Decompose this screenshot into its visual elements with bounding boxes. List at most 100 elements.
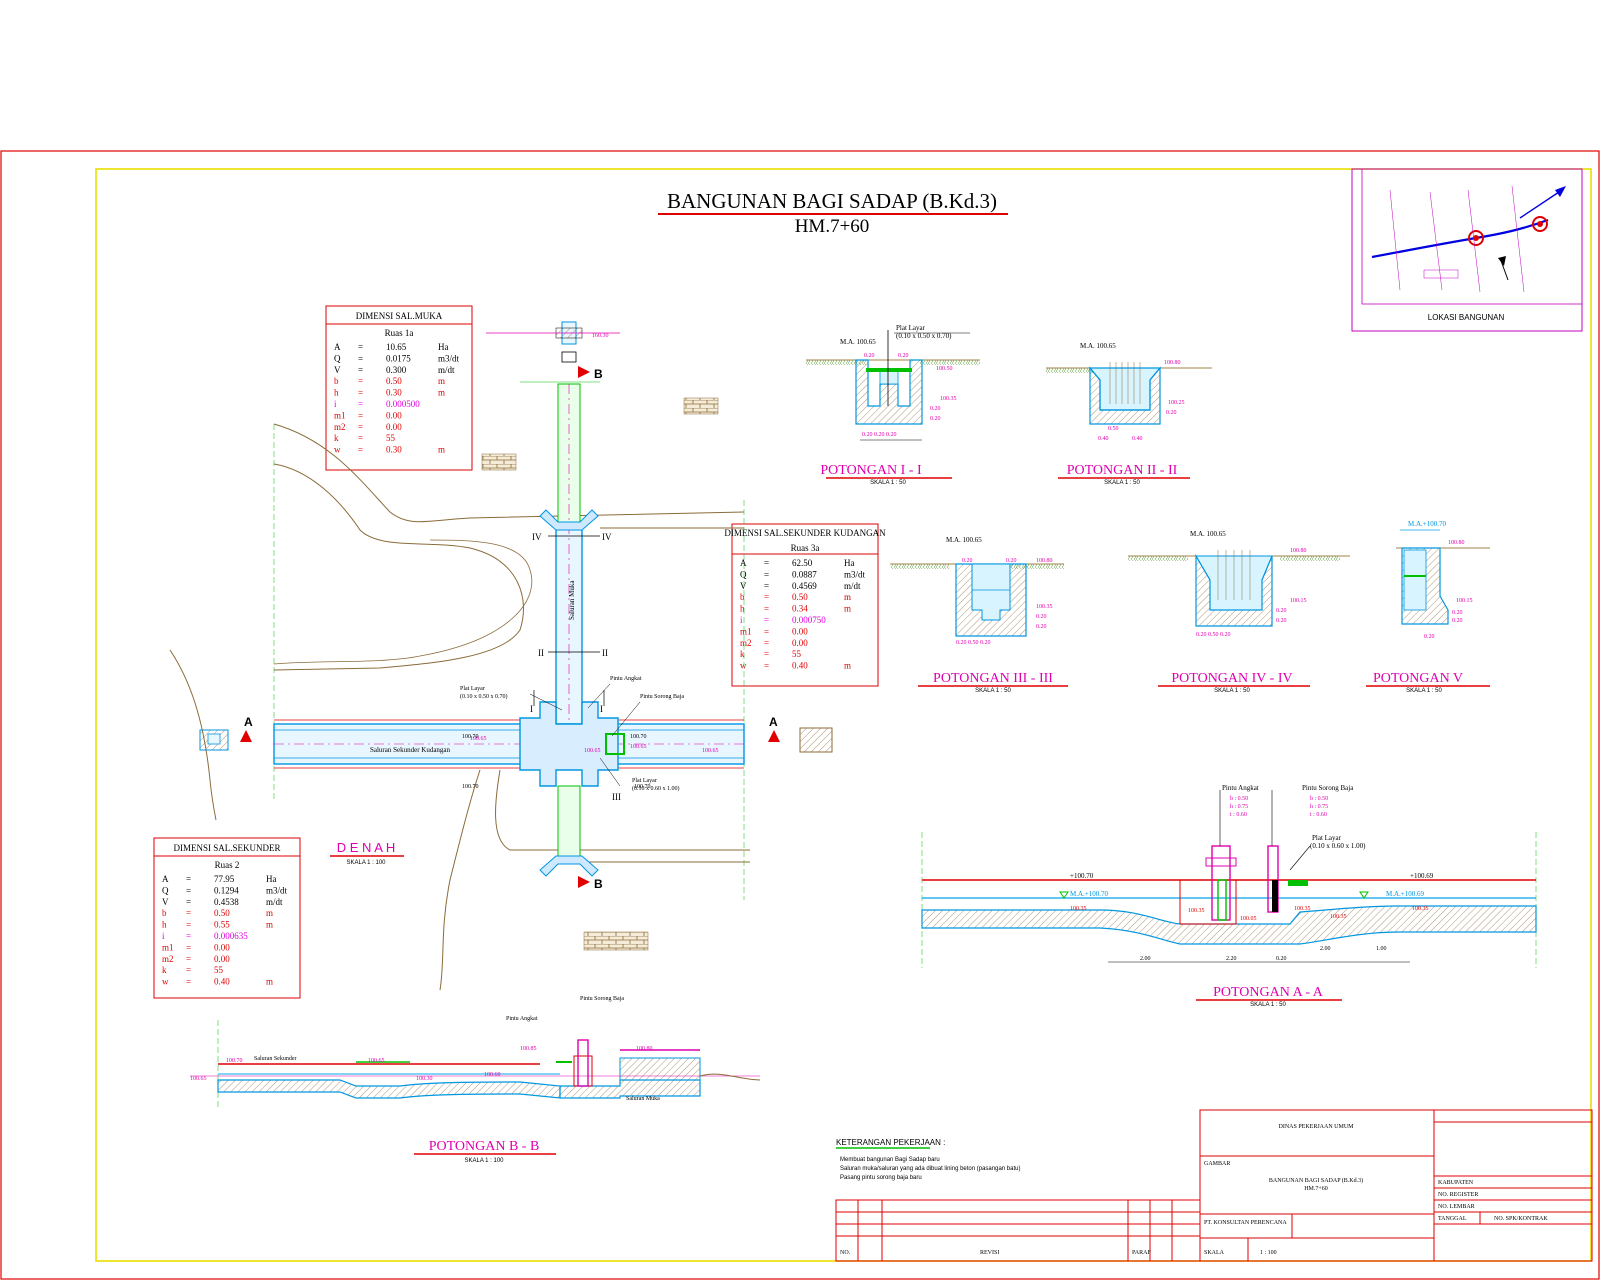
table-value: 62.50 (792, 558, 813, 568)
table-equals: = (764, 638, 769, 648)
section-scale: SKALA 1 : 50 (1406, 688, 1442, 694)
table-key: m1 (334, 410, 346, 420)
table-equals: = (764, 581, 769, 591)
dim-label: 100.80 (1290, 548, 1307, 554)
pintu-sorong-h: h : 0.75 (1310, 804, 1328, 810)
table-value: 0.0887 (792, 569, 817, 579)
dim-label: 0.20 (1276, 608, 1287, 614)
dim-label: 0.20 (1452, 618, 1463, 624)
table-key: V (162, 897, 169, 907)
elev-label: 100.70 (462, 734, 479, 740)
table-unit: m (844, 661, 851, 671)
potongan-iv: M.A. 100.65 100.80 100.15 0.20 0.20 0.20… (1128, 530, 1350, 694)
section-title: POTONGAN A - A (1213, 985, 1324, 1000)
plat-layar-dim: (0.10 x 0.60 x 1.00) (1310, 842, 1366, 850)
table-value: 0.4538 (214, 897, 239, 907)
table-key: k (334, 433, 339, 443)
channel-label: Saluran Sekunder Kudangan (370, 746, 451, 754)
table-key: m2 (740, 638, 752, 648)
dim-label: 0.20 (1006, 558, 1017, 564)
section-scale: SKALA 1 : 50 (1250, 1002, 1286, 1008)
title-block (835, 1109, 1593, 1262)
outer-frame (0, 150, 1600, 1280)
callout: Pintu Angkat (610, 676, 642, 682)
tb-paraf: PARAF (1132, 1250, 1151, 1256)
elev-label: 100.35 (1188, 908, 1205, 914)
dim-label: 0.40 (1132, 436, 1143, 442)
elev-label: 100.05 (1240, 916, 1257, 922)
table-value: 55 (792, 649, 802, 659)
dim-label: 100.80 (1164, 360, 1181, 366)
cut-label: III (612, 792, 621, 802)
table-equals: = (358, 353, 363, 363)
tb-konsultan: PT. KONSULTAN PERENCANA (1204, 1220, 1287, 1226)
keterangan-line: Pasang pintu sorong baja baru (840, 1175, 922, 1181)
table-value: 0.000750 (792, 615, 826, 625)
table-equals: = (764, 569, 769, 579)
pintu-sorong-b: b : 0.50 (1310, 796, 1328, 802)
table-unit: m (844, 592, 851, 602)
dim-label: 0.20 (962, 558, 973, 564)
table-key: Q (162, 885, 169, 895)
section-marker-a-left: A (244, 715, 253, 729)
dim-label: 1.00 (1376, 946, 1387, 952)
table-key: w (162, 977, 169, 987)
table-value: 0.00 (386, 410, 402, 420)
table-equals: = (186, 908, 191, 918)
table-equals: = (186, 977, 191, 987)
dim-label: 0.20 (1166, 410, 1177, 416)
cut-label: IV (602, 532, 612, 542)
cut-label: I (600, 704, 603, 714)
dim-label: 0.20 0.50 0.20 (956, 640, 991, 646)
ma-left: M.A.+100.70 (1070, 890, 1108, 898)
callout: Pintu Sorong Baja (640, 694, 684, 700)
dim-label: 0.20 (1036, 624, 1047, 630)
table-unit: Ha (438, 342, 449, 352)
dim-label: 0.20 (1424, 634, 1435, 640)
elev-label: 100.65 (470, 736, 487, 742)
table-value: 0.50 (792, 592, 808, 602)
tb-judul: BANGUNAN BAGI SADAP (B.Kd.3) (1269, 1177, 1363, 1184)
potongan-ii: M.A. 100.65 100.80 100.25 0.20 0.50 0.40… (1046, 342, 1212, 486)
table-key: V (740, 581, 747, 591)
tb-skala: SKALA (1204, 1250, 1225, 1256)
ma-label: M.A. 100.65 (840, 338, 876, 346)
table-value: 0.30 (386, 388, 402, 398)
table-title: DIMENSI SAL.SEKUNDER KUDANGAN (724, 528, 886, 538)
table-key: A (740, 558, 747, 568)
dim-label: 0.20 (930, 406, 941, 412)
tb-agency: DINAS PEKERJAAN UMUM (1278, 1124, 1354, 1130)
table-equals: = (186, 897, 191, 907)
table-unit: m (844, 604, 851, 614)
table-equals: = (764, 626, 769, 636)
ma-label: M.A. 100.65 (946, 536, 982, 544)
table-value: 0.55 (214, 920, 230, 930)
pintu-angkat-b: b : 0.50 (1230, 796, 1248, 802)
dim-label: 2.00 (1140, 956, 1151, 962)
table-equals: = (764, 661, 769, 671)
table-equals: = (764, 615, 769, 625)
table-key: b (162, 908, 167, 918)
elev-label: 100.60 (484, 1072, 501, 1078)
table-equals: = (764, 604, 769, 614)
dim-label: 100.35 (1036, 604, 1053, 610)
dim-label: 100.15 (1456, 598, 1473, 604)
table-equals: = (358, 365, 363, 375)
pintu-angkat-t: t : 0.60 (1230, 812, 1247, 818)
elev-label: 100.85 (520, 1046, 537, 1052)
cut-label: I (530, 704, 533, 714)
table-key: w (334, 445, 341, 455)
dim-label: 100.35 (940, 396, 957, 402)
keterangan-line: Membuat bangunan Bagi Sadap baru (840, 1157, 940, 1163)
section-title: POTONGAN II - II (1067, 463, 1178, 478)
section-title: POTONGAN IV - IV (1171, 671, 1292, 686)
table-key: i (740, 615, 743, 625)
drawing-title: BANGUNAN BAGI SADAP (B.Kd.3) (667, 189, 997, 213)
channel-label-vertical: Saluran Muka (568, 580, 576, 620)
callout: Plat Layar (632, 778, 657, 784)
ma-label: M.A. 100.65 (1080, 342, 1116, 350)
table-ruas: Ruas 3a (791, 543, 820, 553)
section-scale: SKALA 1 : 50 (870, 480, 906, 486)
dim-label: 100.25 (1168, 400, 1185, 406)
